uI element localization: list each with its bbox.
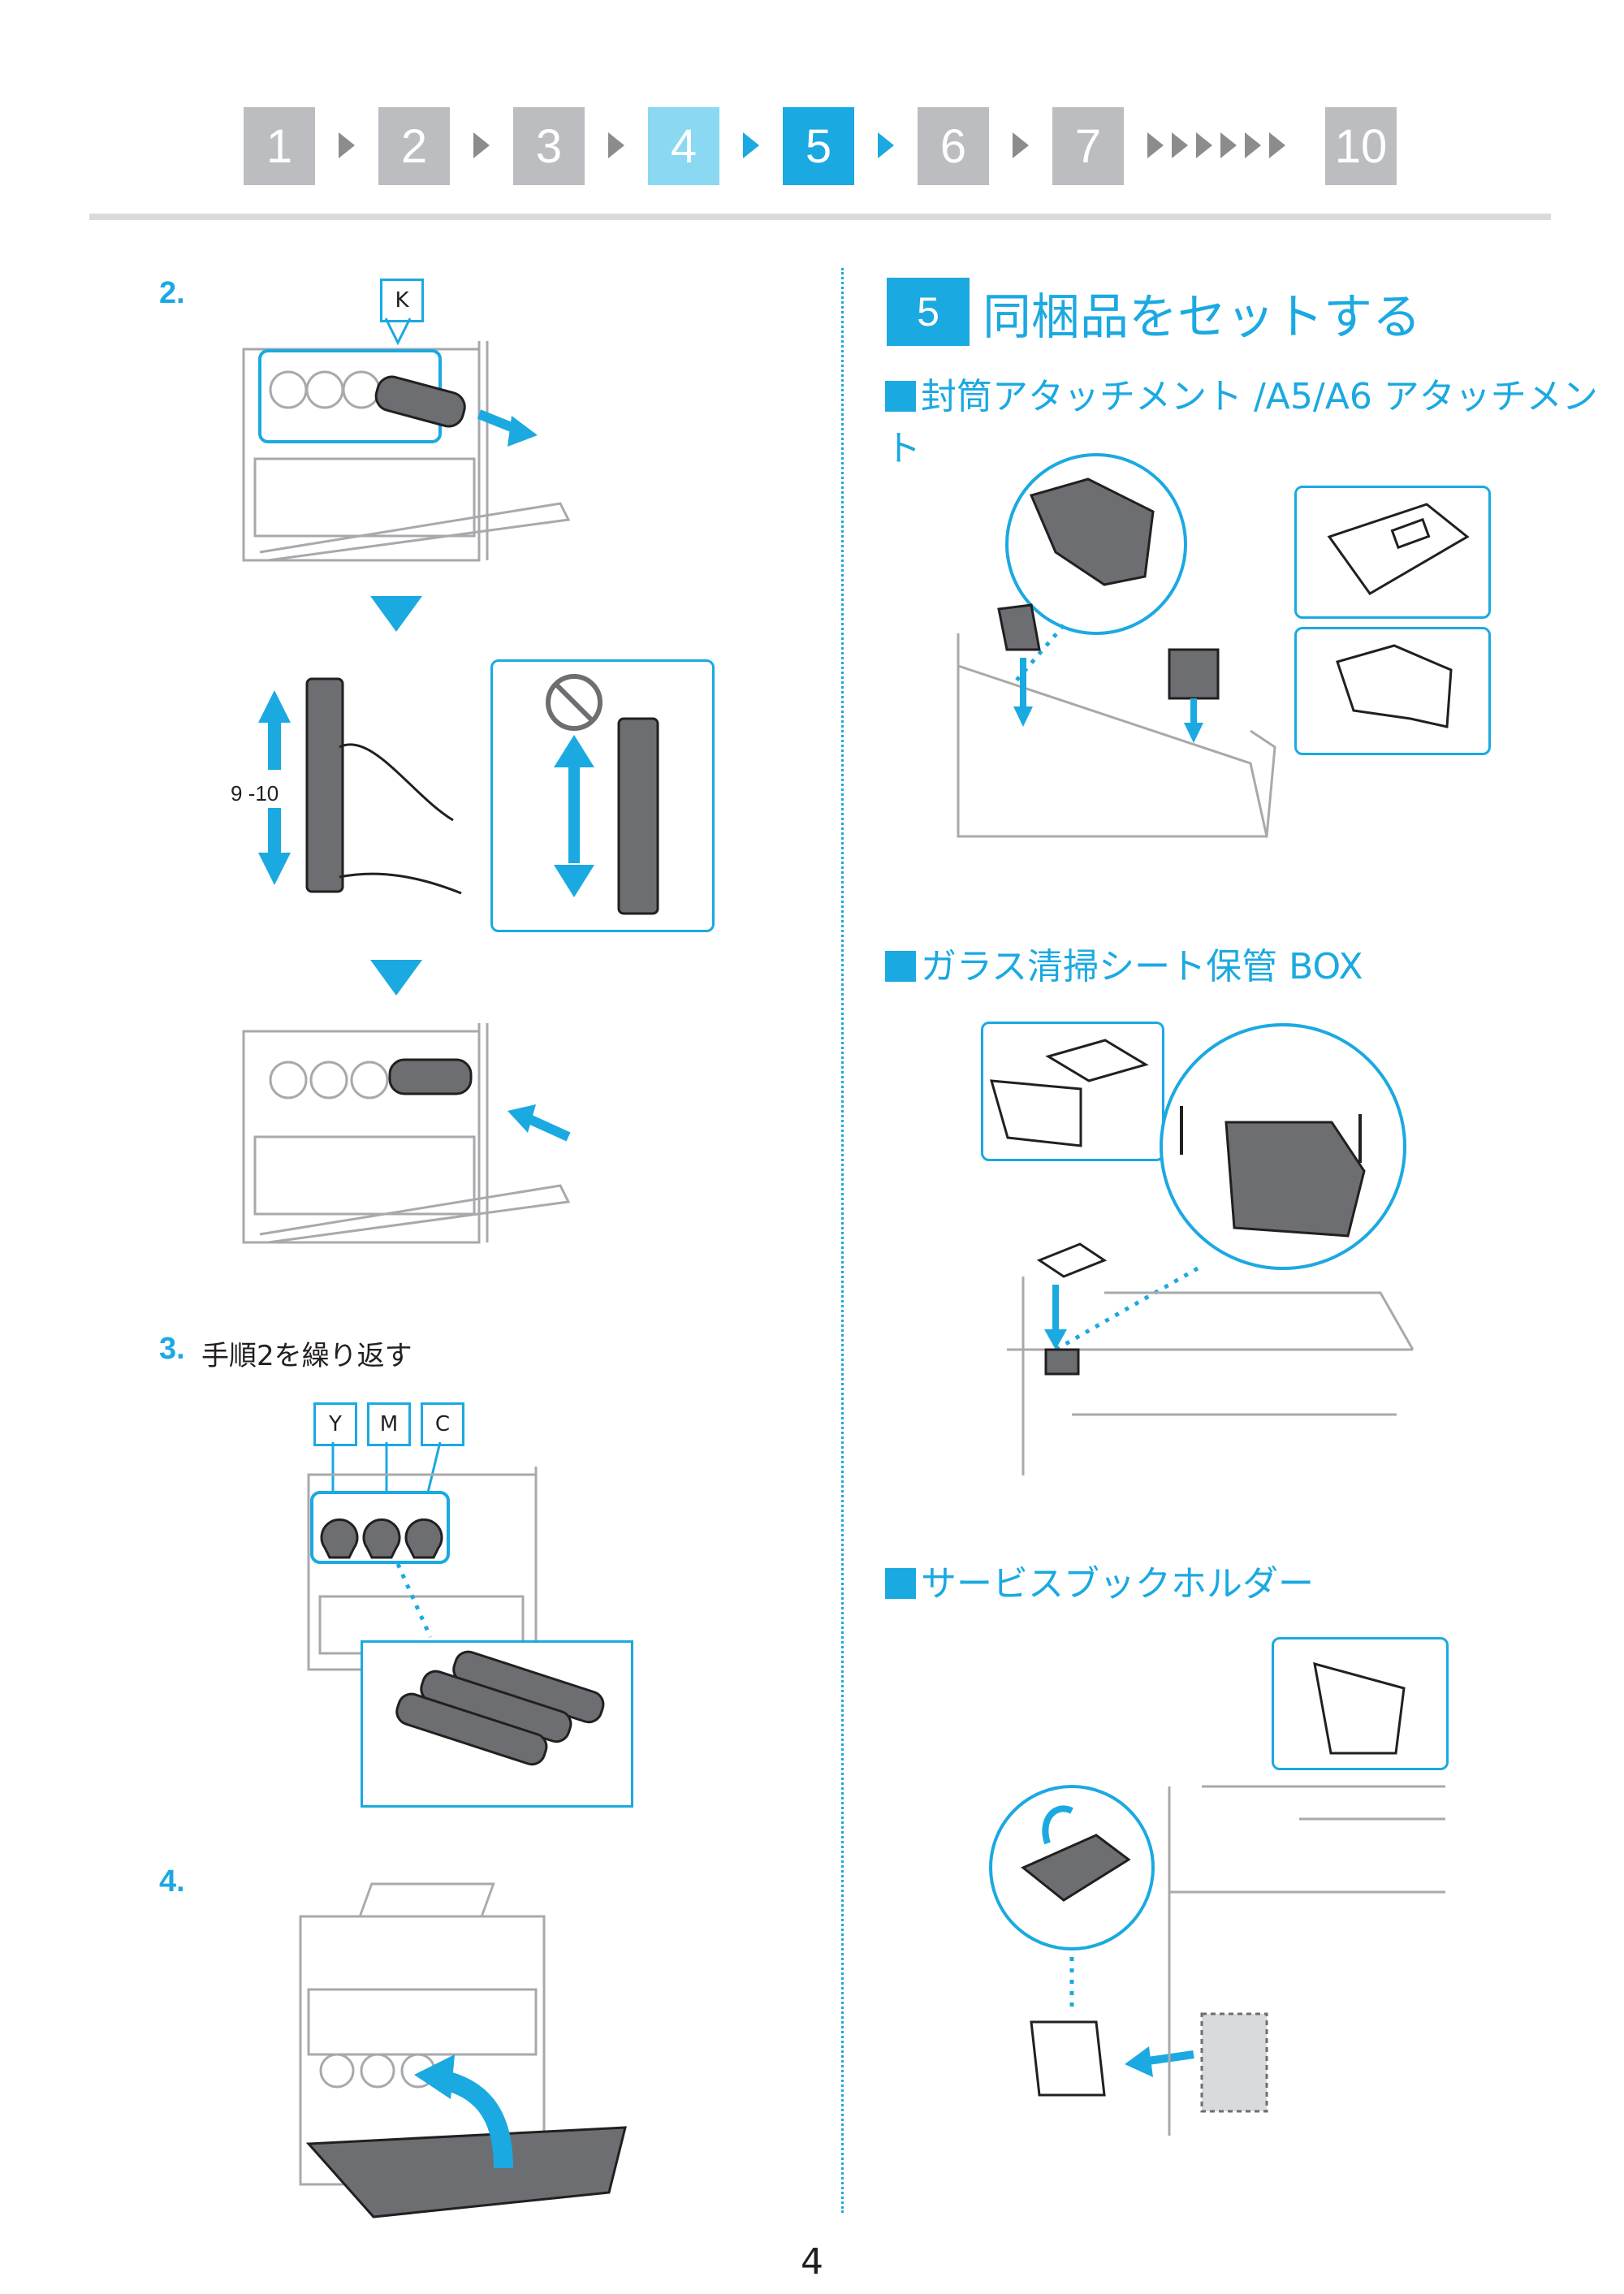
down-triangle-icon (370, 960, 422, 996)
service-book-holder-part (1272, 1637, 1449, 1770)
step-2-number: 2. (159, 276, 185, 310)
step-4-number: 4. (159, 1864, 185, 1899)
toner-removal-illustration (242, 341, 571, 562)
step-arrow-icon (1245, 132, 1261, 158)
down-triangle-icon (370, 596, 422, 632)
step-5-current: 5 (783, 107, 854, 185)
warning-box (490, 659, 715, 932)
step-3: 3 (513, 107, 585, 185)
subheading-text: 封筒アタッチメント /A5/A6 アタッチメント (885, 376, 1598, 469)
square-bullet-icon (885, 1568, 916, 1599)
glass-sheet-box-icon (989, 1039, 1149, 1147)
step-3-number: 3. (159, 1332, 185, 1366)
subheading-glass-cleaning-box: ガラス清掃シート保管 BOX (885, 937, 1363, 989)
step-arrow-icon (743, 132, 759, 158)
glass-sheet-box-part (981, 1022, 1164, 1161)
callout-k: K (380, 279, 424, 322)
envelope-attachment-part-icon (1327, 503, 1470, 595)
three-toner-cartridges-illustration (395, 1650, 605, 1766)
callout-m: M (367, 1402, 411, 1446)
step-arrow-icon (339, 132, 355, 158)
step-arrow-icon (473, 132, 490, 158)
subheading-text: ガラス清掃シート保管 BOX (921, 946, 1363, 987)
header-rule (89, 214, 1551, 220)
envelope-attachment-illustration (957, 453, 1276, 838)
a5-a6-attachment-part-icon (1336, 644, 1453, 728)
step-arrow-icon (1269, 132, 1285, 158)
column-divider (841, 268, 844, 2213)
subheading-envelope-attachment: 封筒アタッチメント /A5/A6 アタッチメント (885, 367, 1624, 471)
shake-count-label: 9 -10 (231, 781, 279, 806)
step-7: 7 (1052, 107, 1124, 185)
step-3-text: 手順2を繰り返す (201, 1340, 412, 1372)
glass-sheet-box-install-illustration (1007, 1023, 1415, 1475)
step-arrow-icon (878, 132, 894, 158)
a5-a6-attachment-part-box (1294, 627, 1491, 755)
step-6: 6 (918, 107, 989, 185)
step-10: 10 (1325, 107, 1397, 185)
step-1: 1 (244, 107, 315, 185)
toner-cartridges-box (361, 1640, 633, 1808)
do-not-shake-vertically-illustration (546, 674, 659, 915)
section-number-badge: 5 (887, 278, 970, 346)
step-arrow-icon (1147, 132, 1164, 158)
callout-c: C (421, 1402, 464, 1446)
square-bullet-icon (885, 951, 916, 982)
service-book-holder-install-illustration (989, 1785, 1445, 2136)
shake-toner-illustration (258, 677, 462, 895)
step-arrow-icon (1013, 132, 1029, 158)
callout-pointer-icon (384, 318, 412, 346)
color-toner-illustration (307, 1441, 538, 1671)
callout-y: Y (313, 1402, 357, 1446)
service-book-holder-icon (1313, 1661, 1406, 1755)
step-arrow-icon (608, 132, 624, 158)
subheading-text: サービスブックホルダー (921, 1563, 1314, 1605)
step-4: 4 (648, 107, 719, 185)
envelope-attachment-part-box (1294, 486, 1491, 619)
step-arrow-icon (1172, 132, 1188, 158)
page-number: 4 (801, 2241, 823, 2283)
step-2: 2 (378, 107, 450, 185)
step-arrow-icon (1196, 132, 1212, 158)
subheading-service-book-holder: サービスブックホルダー (885, 1554, 1314, 1606)
close-front-cover-illustration (299, 1882, 627, 2218)
step-arrow-icon (1220, 132, 1237, 158)
section-title: 同梱品をセットする (983, 289, 1421, 346)
toner-insert-illustration (242, 1023, 571, 1244)
square-bullet-icon (885, 381, 916, 412)
